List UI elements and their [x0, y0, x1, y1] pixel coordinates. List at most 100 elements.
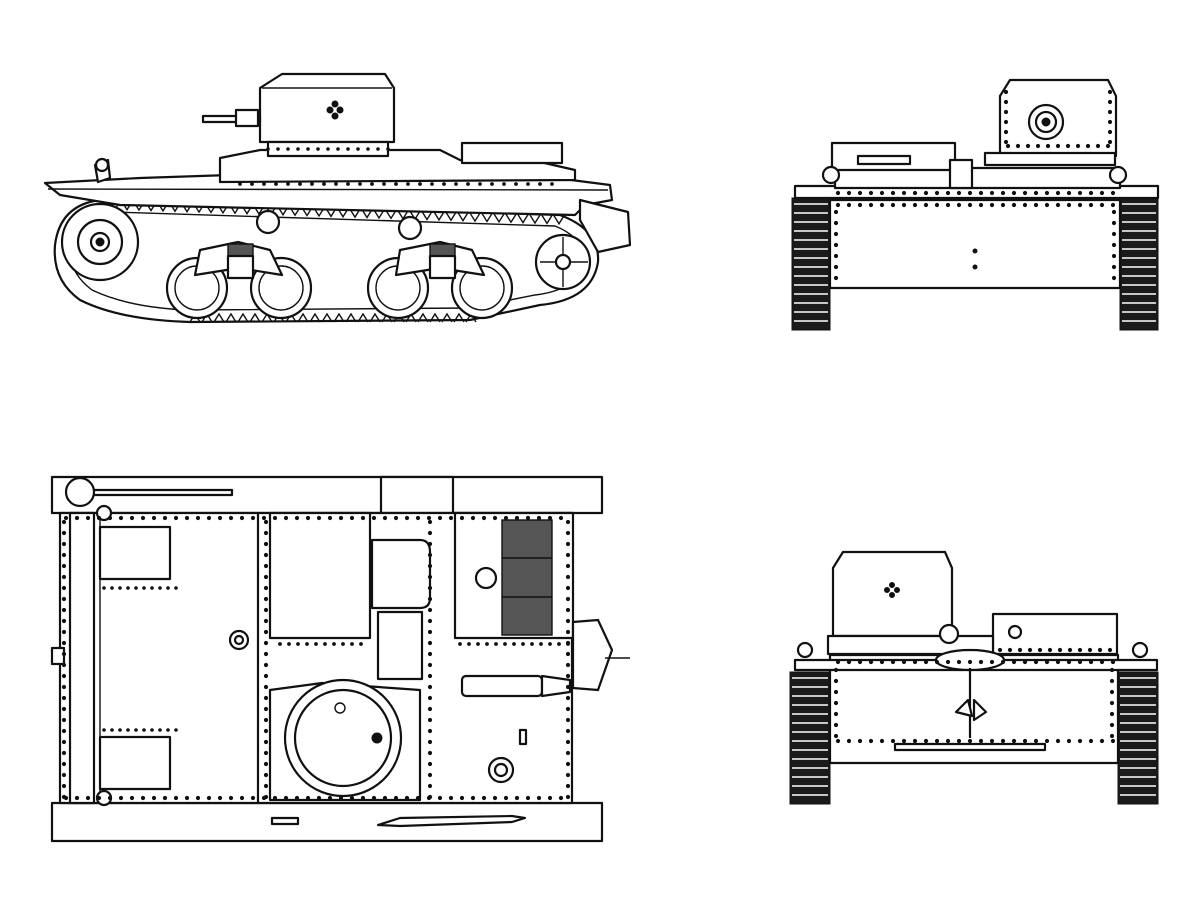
rivet [61, 651, 67, 657]
rivet [437, 515, 443, 521]
front-track-left [791, 197, 831, 331]
rivet [1000, 202, 1006, 208]
rivet [263, 761, 269, 767]
rivet [427, 772, 433, 778]
rivet [1110, 738, 1116, 744]
rear-track-links [792, 677, 1156, 796]
rivet [521, 642, 525, 646]
rivet [1011, 202, 1017, 208]
rivet [61, 728, 67, 734]
rivet [110, 586, 114, 590]
rivet [978, 659, 984, 665]
rivet [85, 795, 91, 801]
rivet [945, 190, 951, 196]
rivet [310, 182, 314, 186]
rivet [956, 190, 962, 196]
rivet [923, 659, 929, 665]
top-hatch-2 [98, 735, 172, 791]
rivet [239, 515, 245, 521]
rivet [1109, 667, 1115, 673]
rivet [406, 182, 410, 186]
rivet [1022, 190, 1028, 196]
rivet [448, 515, 454, 521]
rivet [61, 596, 67, 602]
rivet [565, 783, 571, 789]
rivet [63, 515, 69, 521]
rivet [1111, 253, 1117, 259]
rivet [371, 795, 377, 801]
track-tooth [505, 213, 517, 224]
rear-hull-rivets [833, 647, 1116, 744]
rivet [118, 795, 124, 801]
rivet [1077, 647, 1083, 653]
rivet [565, 794, 571, 800]
front-view [791, 78, 1160, 331]
rivet [1111, 231, 1117, 237]
rivet [418, 182, 422, 186]
rivet [96, 515, 102, 521]
rivet [126, 728, 130, 732]
track-tooth [213, 312, 225, 323]
rivet [1109, 733, 1115, 739]
bogie-front [165, 240, 313, 320]
rivet [547, 795, 553, 801]
rivet [338, 515, 344, 521]
rivet [566, 642, 570, 646]
rivet [427, 717, 433, 723]
rivet [129, 795, 135, 801]
rivet [349, 515, 355, 521]
front-lower-hull [828, 198, 1122, 290]
rivet [1022, 738, 1028, 744]
rivet [427, 695, 433, 701]
track-tooth [453, 312, 465, 323]
rivet [1003, 109, 1009, 115]
rivet [283, 795, 289, 801]
rivet [316, 147, 320, 151]
rivet [102, 728, 106, 732]
rivet [151, 515, 157, 521]
rivet [1003, 119, 1009, 125]
rivet [934, 202, 940, 208]
track-tooth [357, 312, 369, 323]
headlight-left [821, 165, 841, 185]
track-tooth [529, 214, 541, 225]
rivet [263, 640, 269, 646]
rivet [427, 563, 433, 569]
rivet [287, 642, 291, 646]
rivet [162, 515, 168, 521]
rivet [382, 182, 386, 186]
track-tooth [457, 212, 469, 222]
rivet [415, 515, 421, 521]
rivet [565, 673, 571, 679]
rivet [263, 618, 269, 624]
rivet [1044, 738, 1050, 744]
rivet [140, 515, 146, 521]
rivet [349, 795, 355, 801]
rivet [1099, 190, 1105, 196]
tool-shovel [376, 814, 527, 828]
track-tooth [345, 312, 357, 323]
rivet [158, 728, 162, 732]
rivet [427, 519, 433, 525]
rivet [565, 607, 571, 613]
rivet [350, 642, 354, 646]
rivet [296, 147, 300, 151]
rivet [238, 182, 242, 186]
rivet [448, 795, 454, 801]
rivet [934, 659, 940, 665]
rivet [1000, 738, 1006, 744]
rivet [61, 574, 67, 580]
tool-crowbar [80, 488, 234, 497]
rivet [481, 515, 487, 521]
rivet [890, 738, 896, 744]
rivet [314, 642, 318, 646]
rivet [1085, 143, 1091, 149]
rivet [1015, 143, 1021, 149]
rivet [565, 552, 571, 558]
rivet [427, 728, 433, 734]
rivet [476, 642, 480, 646]
rivet [879, 202, 885, 208]
rivet [427, 750, 433, 756]
rivet [263, 750, 269, 756]
